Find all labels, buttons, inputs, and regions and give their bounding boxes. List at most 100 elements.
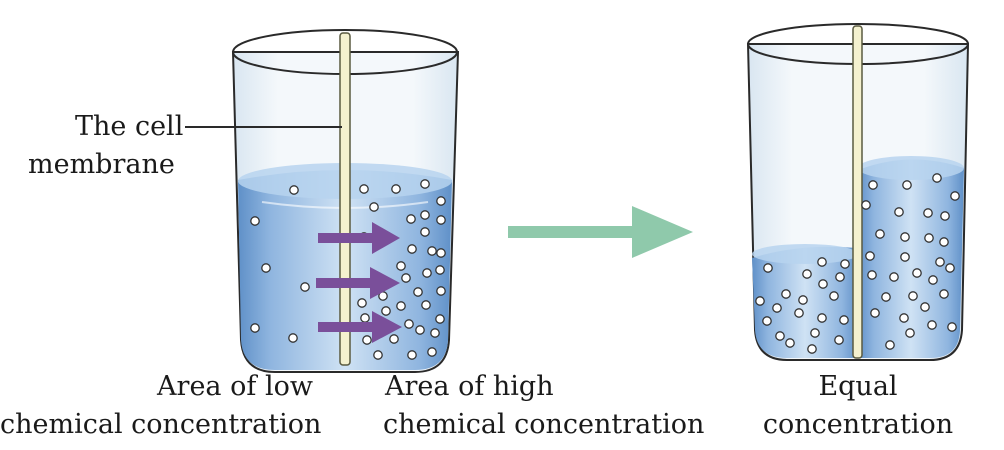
after-particle: [817, 257, 827, 267]
before-particle: [420, 210, 430, 220]
after-particle: [950, 191, 960, 201]
before-particle: [422, 268, 432, 278]
before-particle: [373, 350, 383, 360]
after-particle: [785, 338, 795, 348]
particles-after: [755, 173, 960, 354]
after-particle: [912, 268, 922, 278]
flow-arrows: [316, 222, 402, 343]
before-particle: [427, 246, 437, 256]
before-particle: [288, 333, 298, 343]
after-particle: [927, 320, 937, 330]
equal-label-line1: Equal: [818, 371, 898, 402]
after-particle: [802, 269, 812, 279]
before-particle: [381, 306, 391, 316]
beaker-before: [231, 29, 460, 373]
after-particle: [923, 208, 933, 218]
after-particle: [763, 263, 773, 273]
after-particle: [875, 229, 885, 239]
before-particle: [360, 313, 370, 323]
after-particle: [939, 237, 949, 247]
membrane-before: [339, 32, 351, 366]
after-particle: [781, 289, 791, 299]
after-particle: [775, 331, 785, 341]
flow-arrow-3: [318, 311, 402, 343]
before-particle: [359, 184, 369, 194]
before-particle: [250, 323, 260, 333]
before-particle: [406, 214, 416, 224]
membrane-label-line2: membrane: [28, 149, 175, 180]
before-particle: [413, 287, 423, 297]
after-particle: [939, 289, 949, 299]
after-particle: [810, 328, 820, 338]
after-particle: [817, 313, 827, 323]
before-particle: [435, 314, 445, 324]
before-particle: [250, 216, 260, 226]
after-particle: [807, 344, 817, 354]
after-particle: [829, 291, 839, 301]
before-particle: [401, 273, 411, 283]
before-particle: [415, 325, 425, 335]
after-particle: [900, 252, 910, 262]
beaker-after: [746, 23, 970, 361]
after-particle: [885, 340, 895, 350]
after-particle: [839, 315, 849, 325]
before-particle: [430, 328, 440, 338]
after-particle: [835, 272, 845, 282]
low-area-label-line2: chemical concentration: [0, 409, 322, 440]
after-particle: [889, 272, 899, 282]
after-particle: [932, 173, 942, 183]
after-particle: [945, 263, 955, 273]
before-particle: [300, 282, 310, 292]
after-particle: [861, 200, 871, 210]
after-particle: [762, 316, 772, 326]
before-particle: [436, 215, 446, 225]
after-particle: [870, 308, 880, 318]
before-particle: [289, 185, 299, 195]
equal-label-line2: concentration: [762, 409, 954, 440]
after-particle: [935, 257, 945, 267]
membrane-after: [852, 25, 863, 359]
after-particle: [840, 259, 850, 269]
after-particle: [865, 251, 875, 261]
before-particle: [407, 244, 417, 254]
before-particle: [435, 265, 445, 275]
low-area-label-line1: Area of low: [157, 371, 313, 402]
before-particle: [436, 196, 446, 206]
before-particle: [420, 227, 430, 237]
flow-arrow-1: [318, 222, 400, 254]
before-particle: [407, 350, 417, 360]
after-particle: [928, 275, 938, 285]
after-particle: [772, 303, 782, 313]
after-particle: [794, 308, 804, 318]
before-particle: [369, 202, 379, 212]
before-particle: [404, 319, 414, 329]
after-particle: [908, 291, 918, 301]
after-particle: [905, 328, 915, 338]
after-particle: [947, 322, 957, 332]
after-particle: [900, 232, 910, 242]
before-particle: [436, 286, 446, 296]
after-particle: [755, 296, 765, 306]
membrane-label-line1: The cell: [75, 111, 184, 142]
after-particle: [834, 335, 844, 345]
after-particle: [899, 313, 909, 323]
after-particle: [924, 233, 934, 243]
high-area-label-line2: chemical concentration: [383, 409, 705, 440]
after-particle: [818, 279, 828, 289]
before-particle: [420, 179, 430, 189]
before-particle: [421, 300, 431, 310]
high-area-label-line1: Area of high: [385, 371, 554, 402]
before-particle: [261, 263, 271, 273]
after-particle: [867, 270, 877, 280]
before-particle: [391, 184, 401, 194]
after-particle: [894, 207, 904, 217]
before-particle: [427, 347, 437, 357]
before-particle: [436, 248, 446, 258]
after-particle: [881, 292, 891, 302]
after-particle: [902, 180, 912, 190]
before-particle: [396, 261, 406, 271]
after-particle: [920, 302, 930, 312]
flow-arrow-2: [316, 267, 400, 299]
after-particle: [798, 295, 808, 305]
